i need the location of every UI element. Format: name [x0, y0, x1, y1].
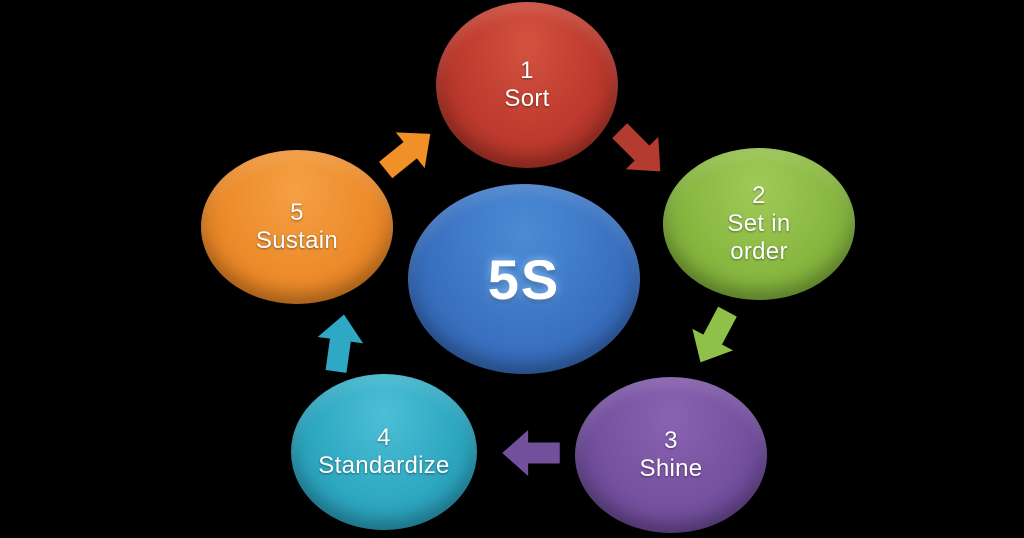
hub-label: 5S	[487, 247, 561, 311]
step-circle-standardize: 4 Standardize	[291, 374, 477, 530]
step-number: 3	[664, 426, 678, 454]
step-number: 2	[752, 181, 766, 209]
arrow-set-in-order-to-shine-icon	[692, 306, 737, 363]
arrow-standardize-to-sustain-icon	[317, 314, 364, 373]
step-circle-sustain: 5 Sustain	[201, 150, 393, 304]
arrow-sort-to-set-in-order-icon	[612, 123, 661, 172]
hub-circle-5s: 5S	[408, 184, 640, 374]
step-circle-set-in-order: 2 Set in order	[663, 148, 855, 300]
step-label: Sort	[504, 85, 550, 112]
step-number: 5	[290, 198, 304, 226]
step-label: Standardize	[318, 452, 450, 479]
step-label: Shine	[639, 455, 703, 482]
step-number: 4	[377, 423, 391, 451]
step-label: Set in order	[727, 209, 791, 266]
step-label: Sustain	[255, 227, 339, 254]
arrow-shine-to-standardize-icon	[502, 430, 560, 476]
step-circle-sort: 1 Sort	[436, 2, 618, 168]
step-circle-shine: 3 Shine	[575, 377, 767, 533]
arrow-sustain-to-sort-icon	[379, 132, 431, 179]
step-number: 1	[520, 56, 534, 84]
